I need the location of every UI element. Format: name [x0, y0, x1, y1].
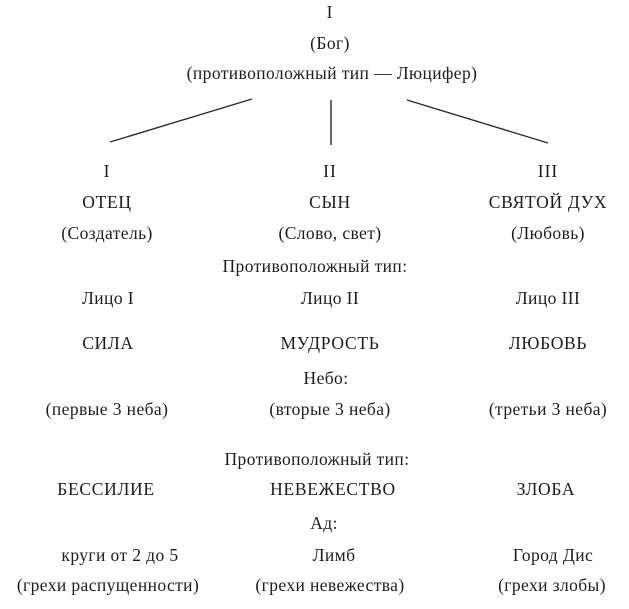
col-son-hell-sins: (грехи невежества): [255, 575, 405, 595]
branch-line-left: [109, 98, 253, 143]
col-son-opposite-quality: НЕВЕЖЕСТВО: [270, 479, 396, 499]
col-holy-spirit-person: Лицо III: [515, 288, 581, 308]
col-father-quality: СИЛА: [82, 333, 134, 353]
branch-line-right: [406, 99, 549, 144]
col-son-hell-place: Лимб: [312, 545, 356, 565]
col-father-hell-sins: (грехи распущенности): [16, 575, 200, 595]
col-father-heaven: (первые 3 неба): [45, 399, 169, 419]
col-father-hell-place: круги от 2 до 5: [61, 545, 179, 565]
col-son-numeral: II: [323, 161, 337, 181]
header-opposite-type-2: Противоположный тип:: [224, 449, 410, 469]
col-holy-spirit-hell-sins: (грехи злобы): [498, 575, 606, 595]
header-hell: Ад:: [310, 513, 338, 533]
col-son-quality: МУДРОСТЬ: [280, 333, 380, 353]
col-son-person: Лицо II: [300, 288, 360, 308]
god-label: (Бог): [310, 33, 350, 53]
col-father-subtitle: (Создатель): [61, 223, 153, 243]
col-holy-spirit-quality: ЛЮБОВЬ: [508, 333, 588, 353]
col-son-subtitle: (Слово, свет): [278, 223, 382, 243]
col-holy-spirit-opposite-quality: ЗЛОБА: [516, 479, 576, 499]
header-opposite-type-1: Противоположный тип:: [222, 256, 408, 276]
col-holy-spirit-subtitle: (Любовь): [511, 223, 585, 243]
root-numeral: I: [326, 2, 334, 22]
col-holy-spirit-numeral: III: [537, 161, 559, 181]
col-father-person: Лицо I: [82, 288, 134, 308]
col-father-title: ОТЕЦ: [82, 192, 132, 212]
col-holy-spirit-title: СВЯТОЙ ДУХ: [488, 192, 608, 212]
col-son-title: СЫН: [309, 192, 351, 212]
header-heaven: Небо:: [303, 368, 349, 388]
col-father-opposite-quality: БЕССИЛИЕ: [57, 479, 155, 499]
col-father-numeral: I: [103, 161, 111, 181]
col-holy-spirit-hell-place: Город Дис: [512, 545, 594, 565]
god-opposite-label: (противоположный тип — Люцифер): [186, 63, 478, 83]
col-son-heaven: (вторые 3 неба): [269, 399, 391, 419]
col-holy-spirit-heaven: (третьи 3 неба): [488, 399, 608, 419]
